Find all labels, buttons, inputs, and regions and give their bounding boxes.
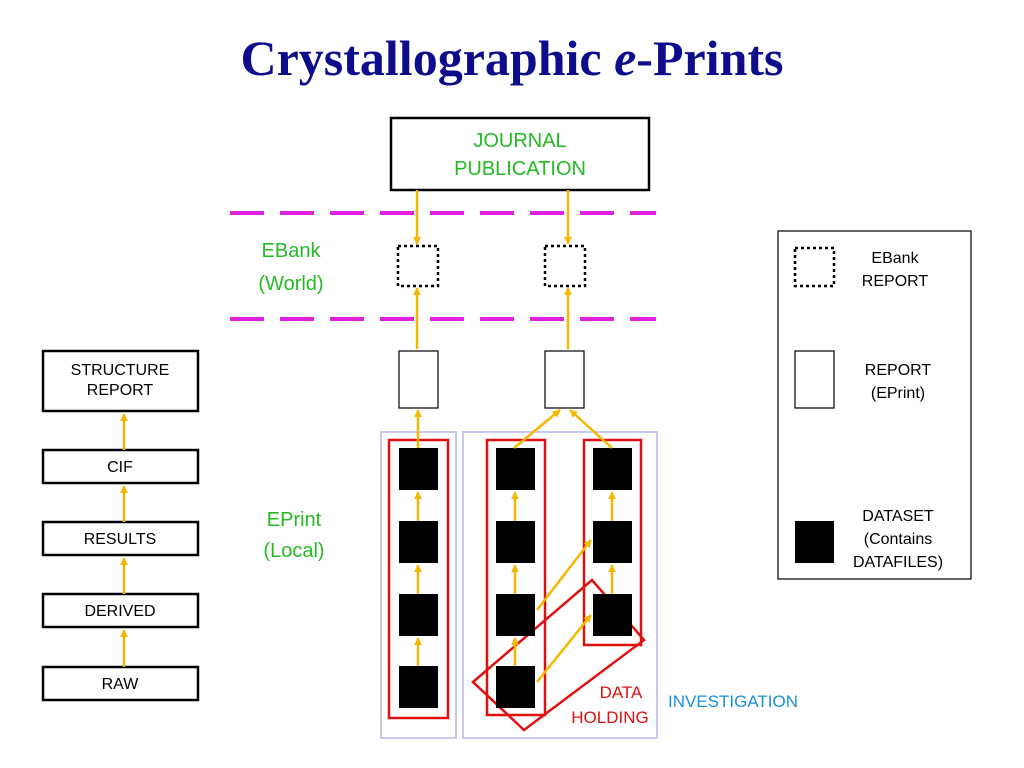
legend-ebank-report-label: EBank [871,250,919,267]
dataset-box [399,666,438,708]
dataset-box [399,448,438,490]
legend-ebank-report-swatch [793,246,836,288]
ebank-report-box [543,244,587,288]
investigation-box [462,431,658,739]
eprint-report-box [544,350,585,409]
legend-dataset-swatch [795,521,834,563]
workflow-box-results [41,520,200,557]
ebank-world-label: EBank [262,240,322,262]
dataset-column-3 [593,448,632,636]
workflow-label: DERIVED [84,603,155,620]
arrow [536,614,592,683]
dataset-box [496,666,535,708]
workflow-box-derived [41,592,200,629]
data-holding-outline [485,438,547,717]
arrows [413,190,616,683]
journal-publication-label: JOURNAL [473,130,566,152]
ebank-world-label: (World) [258,273,323,295]
journal-publication-box [389,116,651,192]
legend-report-label: (EPrint) [871,385,925,402]
dataset-column-2 [496,448,535,708]
dataset-box [593,594,632,636]
legend-report-label: REPORT [865,362,932,379]
legend-dataset-label: DATAFILES) [853,554,943,571]
workflow-label: CIF [107,459,133,476]
dataset-box [496,521,535,563]
workflow-box-cif [41,448,200,485]
ebank-report-box [396,244,440,288]
workflow-box-structure-report [41,349,200,413]
data-holding-diagonal-outline [471,578,646,732]
legend-dataset-label: DATASET [862,508,934,525]
page-title: Crystallographic e-Prints [240,30,784,86]
investigation-label: INVESTIGATION [668,692,798,711]
dataset-box [399,594,438,636]
data-holding-label: DATA [600,683,643,702]
eprint-report-box [398,350,439,409]
dataset-box [496,448,535,490]
workflow-label: RAW [102,676,140,693]
dataset-box [399,521,438,563]
arrow [536,539,592,611]
arrow [569,409,613,449]
data-holding-label: HOLDING [571,708,648,727]
arrow [513,409,561,449]
dataset-box [593,521,632,563]
journal-publication-label: PUBLICATION [454,158,586,180]
dataset-box [496,594,535,636]
legend-dataset-label: (Contains [864,531,932,548]
dataset-box [593,448,632,490]
dataset-column-1 [399,448,438,708]
eprint-local-label: (Local) [263,540,324,562]
workflow-box-raw [41,665,200,702]
workflow-label: RESULTS [84,531,157,548]
legend-report-swatch [794,350,835,409]
eprint-local-label: EPrint [267,509,322,531]
legend-ebank-report-label: REPORT [862,273,929,290]
